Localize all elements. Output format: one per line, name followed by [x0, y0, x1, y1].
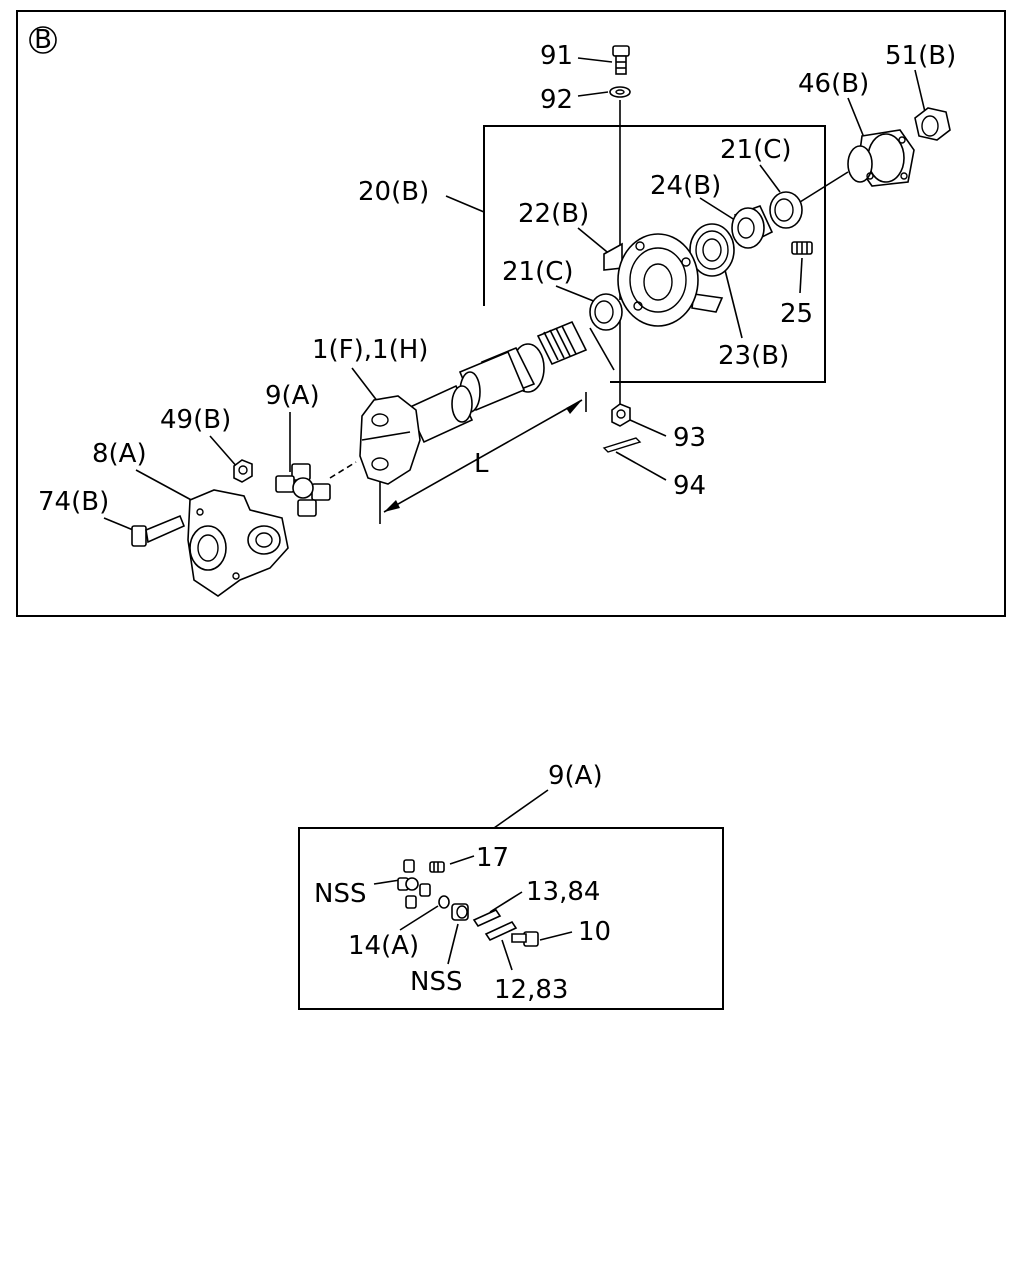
label-12-83: 12,83 [494, 975, 568, 1005]
propeller-shaft-icon [406, 320, 588, 444]
leader-93 [629, 419, 667, 437]
label-24b: 24(B) [650, 171, 721, 201]
detail-nipple-17-icon [429, 861, 445, 873]
axis-line-upper [799, 171, 849, 203]
detail-cup-nss-icon [451, 903, 469, 921]
detail-plate-12-icon [484, 920, 518, 942]
label-13-84: 13,84 [526, 877, 600, 907]
axis-line-lower [589, 327, 615, 371]
label-21c-upper: 21(C) [720, 135, 792, 165]
top-panel: B 91 92 51(B) 46(B) 21(C) 24(B) 20(B) 22… [16, 10, 1006, 617]
label-46b: 46(B) [798, 69, 869, 99]
leader-20b [445, 195, 485, 213]
collar-24b-icon [731, 204, 774, 249]
detail-plate-13-icon [472, 908, 502, 928]
bearing-23b-icon [689, 223, 735, 277]
assembly-box-20b [483, 125, 826, 383]
label-91: 91 [540, 41, 573, 71]
seal-21c-upper-icon [769, 191, 803, 229]
label-8a: 8(A) [92, 439, 147, 469]
section-marker: B [34, 25, 52, 55]
leader-17 [449, 855, 475, 865]
detail-title-9a: 9(A) [548, 761, 603, 791]
leader-22b [577, 227, 613, 257]
label-94: 94 [673, 471, 706, 501]
washer-92-icon [609, 86, 631, 98]
flange-46b-icon [847, 129, 915, 187]
leader-21c-upper [759, 164, 781, 193]
label-1f-1h: 1(F),1(H) [312, 335, 428, 365]
label-17: 17 [476, 843, 509, 873]
leader-10 [539, 931, 573, 941]
label-21c-lower: 21(C) [502, 257, 574, 287]
leader-nss-upper [373, 879, 401, 885]
label-nss-upper: NSS [314, 879, 366, 909]
leader-46b [847, 97, 866, 141]
nut-51b-icon [914, 107, 951, 141]
detail-frame [298, 827, 724, 1010]
leader-91 [577, 57, 613, 63]
leader-21c-lower [555, 285, 597, 303]
detail-bolt-10-icon [511, 931, 539, 947]
top-panel-frame [16, 10, 1006, 617]
leader-8a [135, 469, 196, 503]
leader-detail-title [493, 789, 549, 829]
spider-axis-line [329, 461, 357, 479]
spider-9a-icon [275, 461, 357, 517]
detail-seal-14a-icon [438, 895, 450, 909]
leader-12-83 [501, 939, 513, 971]
label-93: 93 [673, 423, 706, 453]
bracket-22b-icon [603, 233, 724, 327]
label-23b: 23(B) [718, 341, 789, 371]
label-nss-lower: NSS [410, 967, 462, 997]
nipple-25-icon [791, 241, 813, 255]
leader-25 [799, 257, 803, 294]
nut-49b-icon [233, 459, 253, 483]
marker-circle [29, 26, 57, 54]
nut-93-icon [611, 403, 631, 427]
leader-14a [399, 905, 439, 931]
leader-24b [699, 197, 739, 223]
bottom-panel: 9(A) 17 NSS 13,84 10 14(A) NSS 12,83 [298, 761, 724, 1010]
flange-yoke-8a-icon [187, 489, 289, 597]
label-9a: 9(A) [265, 381, 320, 411]
leader-92 [577, 91, 609, 97]
label-92: 92 [540, 85, 573, 115]
label-22b: 22(B) [518, 199, 589, 229]
label-74b: 74(B) [38, 487, 109, 517]
dimension-l [379, 392, 587, 524]
leader-nss-lower [447, 923, 459, 965]
label-49b: 49(B) [160, 405, 231, 435]
label-10: 10 [578, 917, 611, 947]
label-20b: 20(B) [358, 177, 429, 207]
leader-51b [914, 69, 926, 113]
leader-1f-1h [351, 367, 379, 403]
label-25: 25 [780, 299, 813, 329]
seal-21c-lower-icon [589, 293, 623, 331]
yoke-1f-icon [359, 395, 421, 485]
dimension-label-l: L [474, 449, 489, 479]
bolt-74b-icon [131, 514, 186, 547]
leader-49b [209, 435, 239, 469]
detail-spider-icon [397, 859, 431, 909]
label-14a: 14(A) [348, 931, 419, 961]
bolt-91-icon [612, 45, 630, 75]
leader-13-84 [489, 891, 523, 913]
pin-94-icon [602, 437, 642, 453]
label-51b: 51(B) [885, 41, 956, 71]
leader-94 [615, 451, 667, 481]
